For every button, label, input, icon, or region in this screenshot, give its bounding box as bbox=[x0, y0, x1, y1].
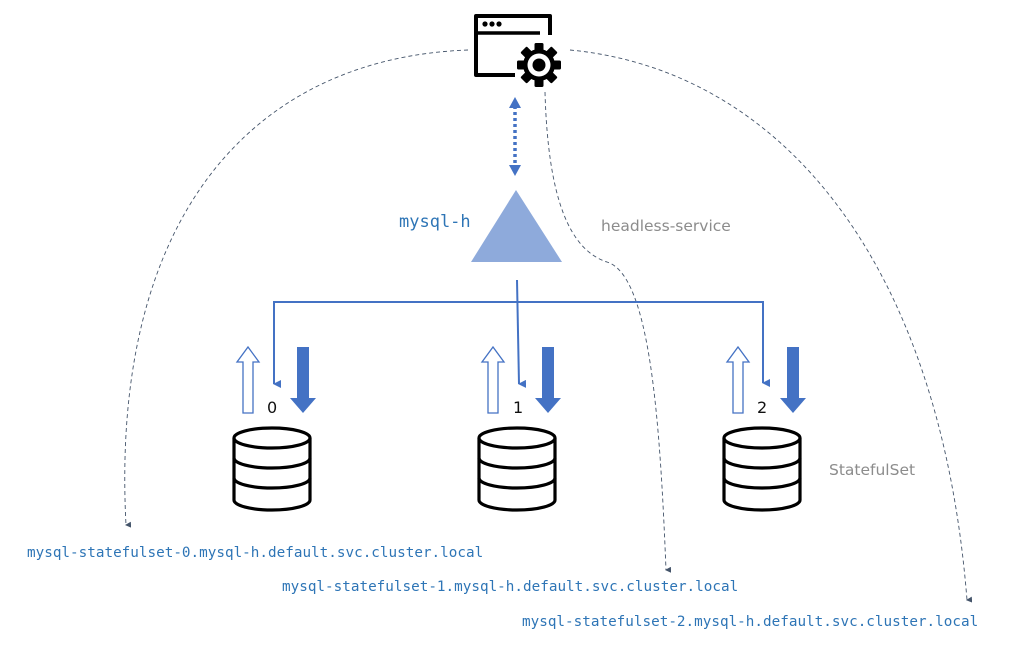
app-window-gear-icon bbox=[474, 14, 561, 87]
database-icon bbox=[722, 426, 802, 512]
dns-curve-0 bbox=[124, 49, 469, 528]
write-arrow-down-icon bbox=[780, 347, 806, 413]
service-name-label: mysql-h bbox=[399, 212, 471, 232]
pod-dns-1[interactable]: mysql-statefulset-1.mysql-h.default.svc.… bbox=[282, 579, 739, 595]
pod-1 bbox=[477, 345, 561, 512]
database-icon bbox=[477, 426, 557, 512]
pod-0 bbox=[232, 345, 316, 512]
pod-index-1: 1 bbox=[513, 398, 524, 417]
pods-layer bbox=[232, 345, 806, 512]
service-to-pods-lines bbox=[273, 279, 770, 388]
pod-index-0: 0 bbox=[267, 398, 278, 417]
pod-2 bbox=[722, 345, 806, 512]
pod-index-2: 2 bbox=[757, 398, 768, 417]
service-type-label: headless-service bbox=[601, 217, 731, 235]
read-arrow-up-icon bbox=[480, 345, 506, 414]
dns-curve-1 bbox=[544, 91, 672, 573]
pod-dns-2[interactable]: mysql-statefulset-2.mysql-h.default.svc.… bbox=[522, 614, 979, 630]
database-icon bbox=[232, 426, 312, 512]
read-arrow-up-icon bbox=[235, 345, 261, 414]
client-service-link bbox=[509, 97, 521, 176]
service-triangle-icon bbox=[471, 190, 562, 262]
dns-curve-2 bbox=[569, 49, 973, 603]
read-arrow-up-icon bbox=[725, 345, 751, 414]
pod-dns-0[interactable]: mysql-statefulset-0.mysql-h.default.svc.… bbox=[27, 545, 484, 561]
write-arrow-down-icon bbox=[535, 347, 561, 413]
write-arrow-down-icon bbox=[290, 347, 316, 413]
statefulset-label: StatefulSet bbox=[829, 461, 916, 479]
